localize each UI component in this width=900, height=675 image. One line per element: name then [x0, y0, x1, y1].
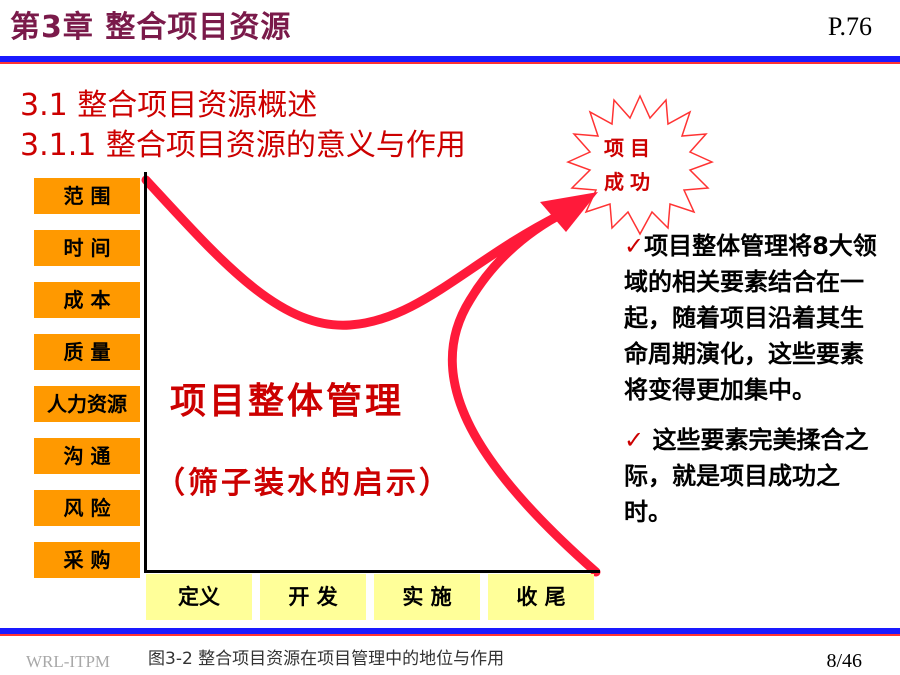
top-divider — [0, 56, 900, 62]
arrow-head — [540, 192, 598, 232]
area-communication: 沟 通 — [34, 438, 140, 474]
phase-closing: 收 尾 — [488, 574, 594, 620]
convergence-curve — [141, 175, 565, 330]
phase-implementation: 实 施 — [374, 574, 480, 620]
explanation-paragraph-1: ✓项目整体管理将8大领域的相关要素结合在一起，随着项目沿着其生命周期演化，这些要… — [624, 232, 877, 404]
top-divider-accent — [0, 62, 900, 64]
checkmark-icon: ✓ — [624, 426, 645, 454]
bottom-divider-accent — [0, 634, 900, 636]
area-procurement: 采 购 — [34, 542, 140, 578]
explanation-paragraph-2: ✓ 这些要素完美揉合之际，就是项目成功之时。 — [624, 426, 869, 526]
lifecycle-curve — [447, 207, 601, 577]
phase-definition: 定义 — [146, 574, 252, 620]
checkmark-icon: ✓ — [624, 232, 645, 260]
star-label-success: 成功 — [604, 170, 656, 194]
page-reference: P.76 — [827, 12, 872, 41]
chapter-title: 第3章 整合项目资源 — [10, 10, 292, 45]
area-cost: 成 本 — [34, 282, 140, 318]
diagram-center-subtitle: （筛子装水的启示） — [155, 466, 452, 501]
area-human-resources: 人力资源 — [34, 386, 140, 422]
area-quality: 质 量 — [34, 334, 140, 370]
subsection-heading: 3.1.1 整合项目资源的意义与作用 — [20, 128, 466, 163]
slide-number: 8/46 — [826, 650, 862, 672]
vertical-axis — [144, 172, 147, 572]
bottom-divider — [0, 628, 900, 634]
starburst-shape — [566, 94, 714, 236]
star-label-project: 项目 — [604, 136, 656, 160]
footer-course-code: WRL-ITPM — [26, 652, 111, 671]
area-time: 时 间 — [34, 230, 140, 266]
figure-caption: 图3-2 整合项目资源在项目管理中的地位与作用 — [148, 649, 505, 669]
phase-development: 开 发 — [260, 574, 366, 620]
area-risk: 风 险 — [34, 490, 140, 526]
area-scope: 范 围 — [34, 178, 140, 214]
horizontal-axis — [144, 570, 600, 573]
diagram-center-title: 项目整体管理 — [170, 381, 405, 422]
section-heading: 3.1 整合项目资源概述 — [20, 88, 318, 123]
explanation-text: ✓项目整体管理将8大领域的相关要素结合在一起，随着项目沿着其生命周期演化，这些要… — [624, 228, 884, 530]
